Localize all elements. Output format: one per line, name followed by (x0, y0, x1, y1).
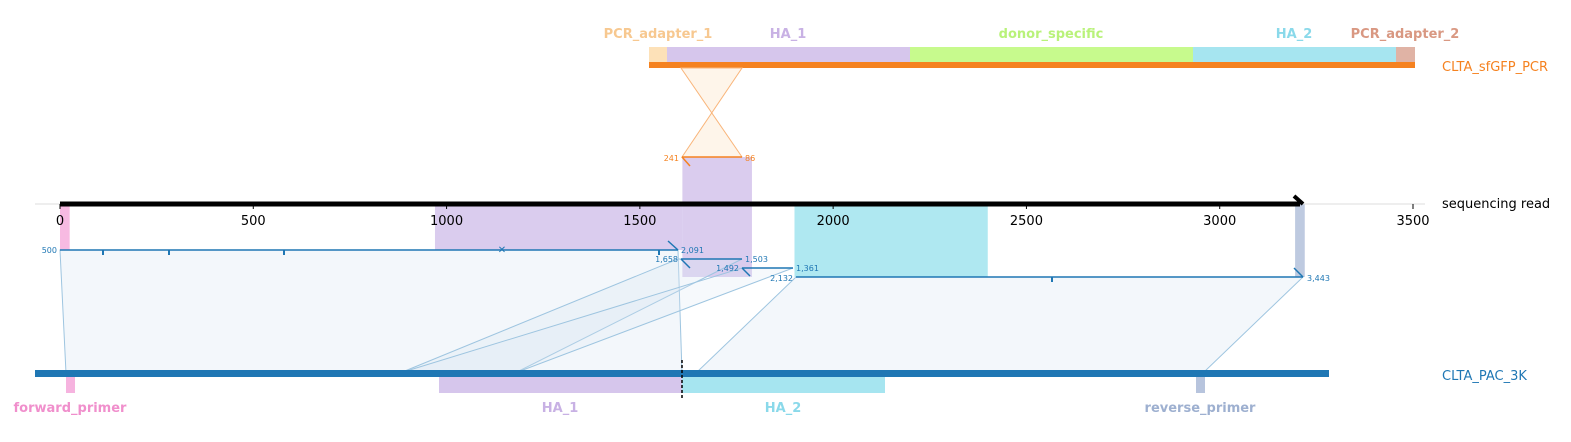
pcr-alignment-label-left: 241 (664, 154, 679, 163)
pcr-connection (680, 67, 743, 158)
pcr-alignment-label-right: 86 (745, 154, 755, 163)
pcr-feature-donor-block (910, 47, 1193, 63)
axis-tick-label: 500 (241, 214, 266, 229)
axis-tick-label: 2500 (1010, 214, 1043, 229)
ref-alignment-2-label-left: 1,658 (655, 255, 678, 264)
pcr-feature-ha1-block (667, 47, 910, 63)
read-segments (60, 157, 1305, 277)
ref-track-label: CLTA_PAC_3K (1442, 369, 1527, 384)
ref-alignment-3-label-left: 1,492 (716, 264, 739, 273)
read-axis: 0 500 1000 1500 2000 2500 3000 3500 sequencing … (35, 194, 1550, 229)
ref-feature-label-fwd: forward_primer (14, 401, 128, 416)
ref-feature-fwd-block (66, 377, 75, 393)
ref-alignment-3-arrow (741, 267, 751, 277)
pcr-alignment-arrow (681, 156, 691, 167)
pcr-track: PCR_adapter_1 HA_1 donor_specific HA_2 P… (604, 27, 1548, 75)
pcr-alignment: 241 86 (664, 154, 755, 167)
ref-feature-ha2-block (682, 377, 885, 393)
ref-feature-ha1-block (439, 377, 682, 393)
ref-feature-label-rev: reverse_primer (1145, 401, 1257, 416)
pcr-track-label: CLTA_sfGFP_PCR (1442, 60, 1548, 75)
ref-track: forward_primer HA_1 HA_2 reverse_primer … (14, 360, 1527, 416)
ref-connections (59, 249, 1305, 374)
read-segment-ha-1 (434, 204, 683, 250)
ref-alignments: ✕ 500 2,091 1,658 1,503 1,492 1,361 2,13… (42, 240, 1330, 283)
axis-tick-label: 2000 (817, 214, 850, 229)
ref-alignment-3-label-right: 1,361 (796, 264, 819, 273)
ref-alignment-2-arrow (680, 258, 691, 269)
pcr-feature-adapter2-block (1396, 47, 1415, 63)
axis-tick-label: 1500 (623, 214, 656, 229)
pcr-feature-label-donor: donor_specific (999, 27, 1104, 42)
read-direction-arrow (1292, 194, 1305, 206)
ref-feature-rev-block (1196, 377, 1205, 393)
ref-bar (35, 370, 1329, 377)
ref-feature-label-ha2: HA_2 (765, 401, 802, 416)
pcr-feature-label-ha2: HA_2 (1276, 27, 1313, 42)
pcr-feature-ha2-block (1193, 47, 1396, 63)
axis-tick-label: 1000 (430, 214, 463, 229)
axis-tick-label: 3000 (1203, 214, 1236, 229)
ref-connection-4 (694, 276, 1305, 374)
pcr-bar (649, 62, 1415, 68)
ref-alignment-2-label-right: 1,503 (745, 255, 768, 264)
ref-alignment-1-mismatch-mark: ✕ (498, 245, 506, 256)
read-segment-reverse-primer (1295, 204, 1305, 277)
axis-ticks: 0 500 1000 1500 2000 2500 3000 3500 (56, 204, 1430, 229)
ref-alignment-1-label-left: 500 (42, 246, 57, 255)
read-track-label: sequencing read (1442, 197, 1550, 212)
read-segment-ha-2 (794, 204, 988, 277)
read-segment-forward-primer (60, 204, 70, 250)
ref-alignment-4-label-right: 3,443 (1307, 274, 1330, 283)
ref-alignment-1-arrow (667, 240, 679, 251)
pcr-feature-label-adapter2: PCR_adapter_2 (1351, 27, 1460, 42)
ref-alignment-1-label-right: 2,091 (681, 246, 704, 255)
axis-tick-label: 3500 (1396, 214, 1429, 229)
pcr-connection-shape (680, 67, 743, 158)
ref-alignment-4-label-left: 2,132 (770, 274, 793, 283)
pcr-feature-label-ha1: HA_1 (770, 27, 807, 42)
axis-tick-label: 0 (56, 214, 64, 229)
read-segment-ha-1 (682, 157, 752, 277)
pcr-feature-label-adapter1: PCR_adapter_1 (604, 27, 713, 42)
ref-feature-label-ha1: HA_1 (542, 401, 579, 416)
pcr-feature-adapter1-block (649, 47, 667, 63)
ref-alignment-4-arrow (1293, 267, 1304, 278)
